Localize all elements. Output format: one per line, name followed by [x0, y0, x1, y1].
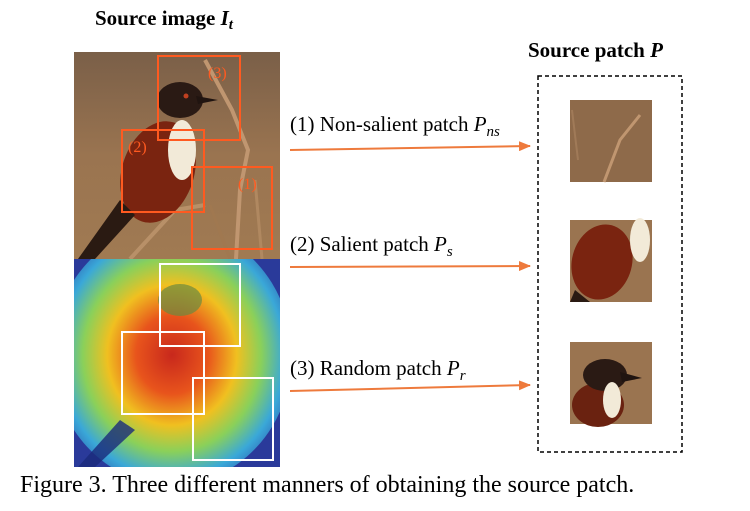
- label-non-salient-subscript: ns: [486, 124, 500, 140]
- label-random-text: (3) Random patch: [290, 356, 442, 380]
- label-non-salient-text: (1) Non-salient patch: [290, 112, 469, 136]
- non-salient-boxes: [121, 55, 273, 250]
- label-random: (3) Random patch Pr: [290, 356, 466, 385]
- label-salient-text: (2) Salient patch: [290, 232, 429, 256]
- figure-caption: Figure 3. Three different manners of obt…: [20, 472, 635, 498]
- source-photo: [74, 52, 280, 259]
- patch-container: [537, 75, 683, 453]
- source-patch-symbol: P: [650, 38, 663, 62]
- label-salient-symbol: P: [434, 232, 447, 256]
- patch-box-3: [157, 55, 241, 141]
- label-random-symbol: P: [446, 356, 460, 380]
- saliency-heatmap: [74, 259, 280, 467]
- label-non-salient: (1) Non-salient patch Pns: [290, 112, 500, 141]
- source-patch-title-text: Source patch: [528, 38, 645, 62]
- box-label-3: (3): [208, 65, 227, 82]
- heatmap-boxes: [121, 263, 274, 461]
- label-random-subscript: r: [459, 368, 466, 384]
- patch-thumb-salient: [570, 218, 652, 302]
- arrow-salient: [289, 261, 531, 272]
- heatmap-box-bot: [192, 377, 274, 461]
- heatmap-box-top: [159, 263, 241, 347]
- source-image-title: Source image It: [95, 6, 233, 34]
- label-salient-subscript: s: [446, 244, 453, 260]
- source-image-symbol: I: [220, 6, 229, 30]
- patch-box-1: [191, 166, 273, 250]
- arrow-non-salient: [289, 141, 531, 152]
- arrow-random: [289, 380, 531, 392]
- patch-thumb-non-salient: [570, 100, 652, 183]
- box-label-2: (2): [128, 139, 147, 156]
- heatmap-box-mid: [121, 331, 205, 415]
- source-image-title-text: Source image: [95, 6, 216, 30]
- patch-thumb-random: [570, 342, 652, 427]
- source-patch-title: Source patch P: [528, 38, 663, 63]
- label-non-salient-symbol: P: [473, 112, 487, 136]
- label-salient: (2) Salient patch Ps: [290, 232, 453, 261]
- source-image-subscript: t: [228, 17, 233, 33]
- patch-box-2: [121, 129, 205, 213]
- box-label-1: (1): [238, 176, 257, 193]
